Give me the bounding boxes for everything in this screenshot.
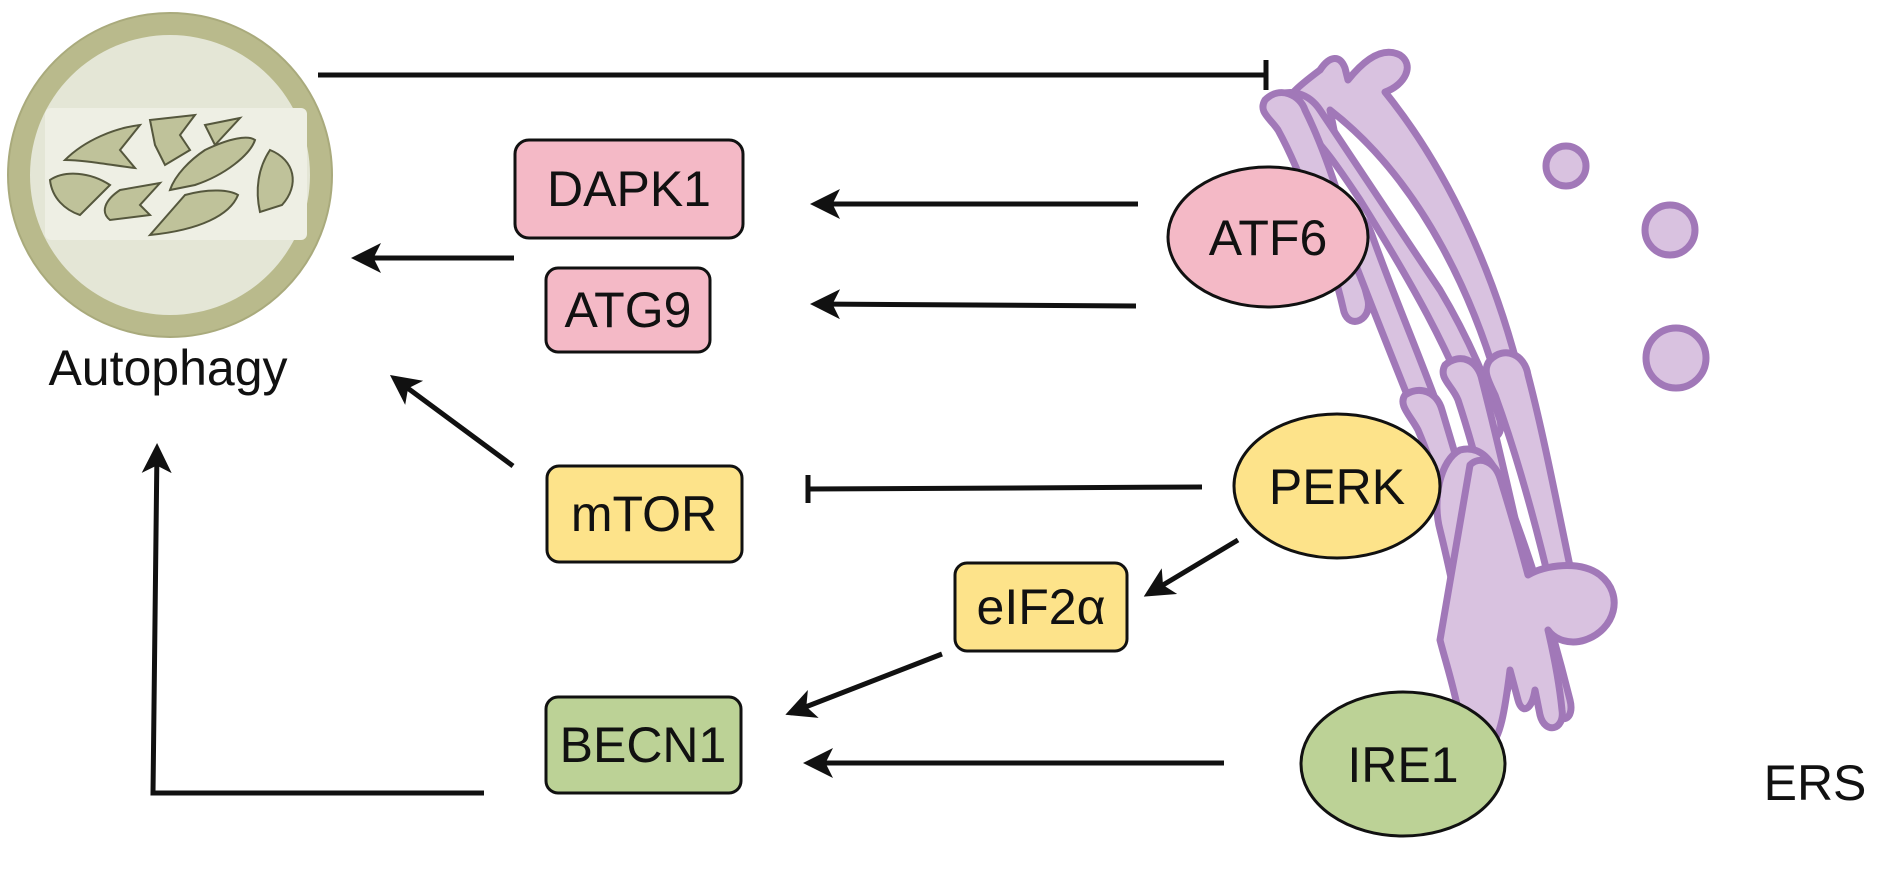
atg9-label: ATG9 — [565, 282, 692, 338]
atf6-node: ATF6 — [1166, 165, 1370, 309]
mitochondria-fragments-icon — [48, 113, 294, 237]
autophagy-label: Autophagy — [48, 340, 287, 396]
ers-label: ERS — [1764, 755, 1867, 811]
eif2a-label: eIF2α — [977, 579, 1106, 635]
dapk1-label: DAPK1 — [547, 161, 711, 217]
atg9-node: ATG9 — [544, 266, 712, 354]
becn1-node: BECN1 — [544, 695, 743, 795]
er-organelle-icon — [1259, 48, 1710, 750]
atf6-label: ATF6 — [1209, 210, 1328, 266]
edge-perk-inhibits-mtor — [807, 484, 1203, 492]
perk-node: PERK — [1232, 412, 1442, 560]
edge-atf6-to-atg9 — [810, 289, 1137, 320]
ire1-node: IRE1 — [1299, 690, 1507, 838]
mtor-node: mTOR — [545, 464, 744, 564]
eif2a-node: eIF2α — [953, 561, 1129, 653]
dapk1-node: DAPK1 — [513, 138, 745, 240]
edge-eif2a-to-becn1 — [785, 651, 943, 718]
perk-label: PERK — [1269, 459, 1405, 515]
becn1-label: BECN1 — [560, 717, 727, 773]
edge-perk-to-eif2a — [1143, 537, 1240, 597]
edge-becn1-to-autophagy — [141, 443, 484, 796]
mtor-label: mTOR — [571, 486, 717, 542]
ire1-label: IRE1 — [1347, 737, 1458, 793]
autophagy-icon — [7, 12, 333, 338]
edge-mtor-to-autophagy — [389, 375, 515, 469]
